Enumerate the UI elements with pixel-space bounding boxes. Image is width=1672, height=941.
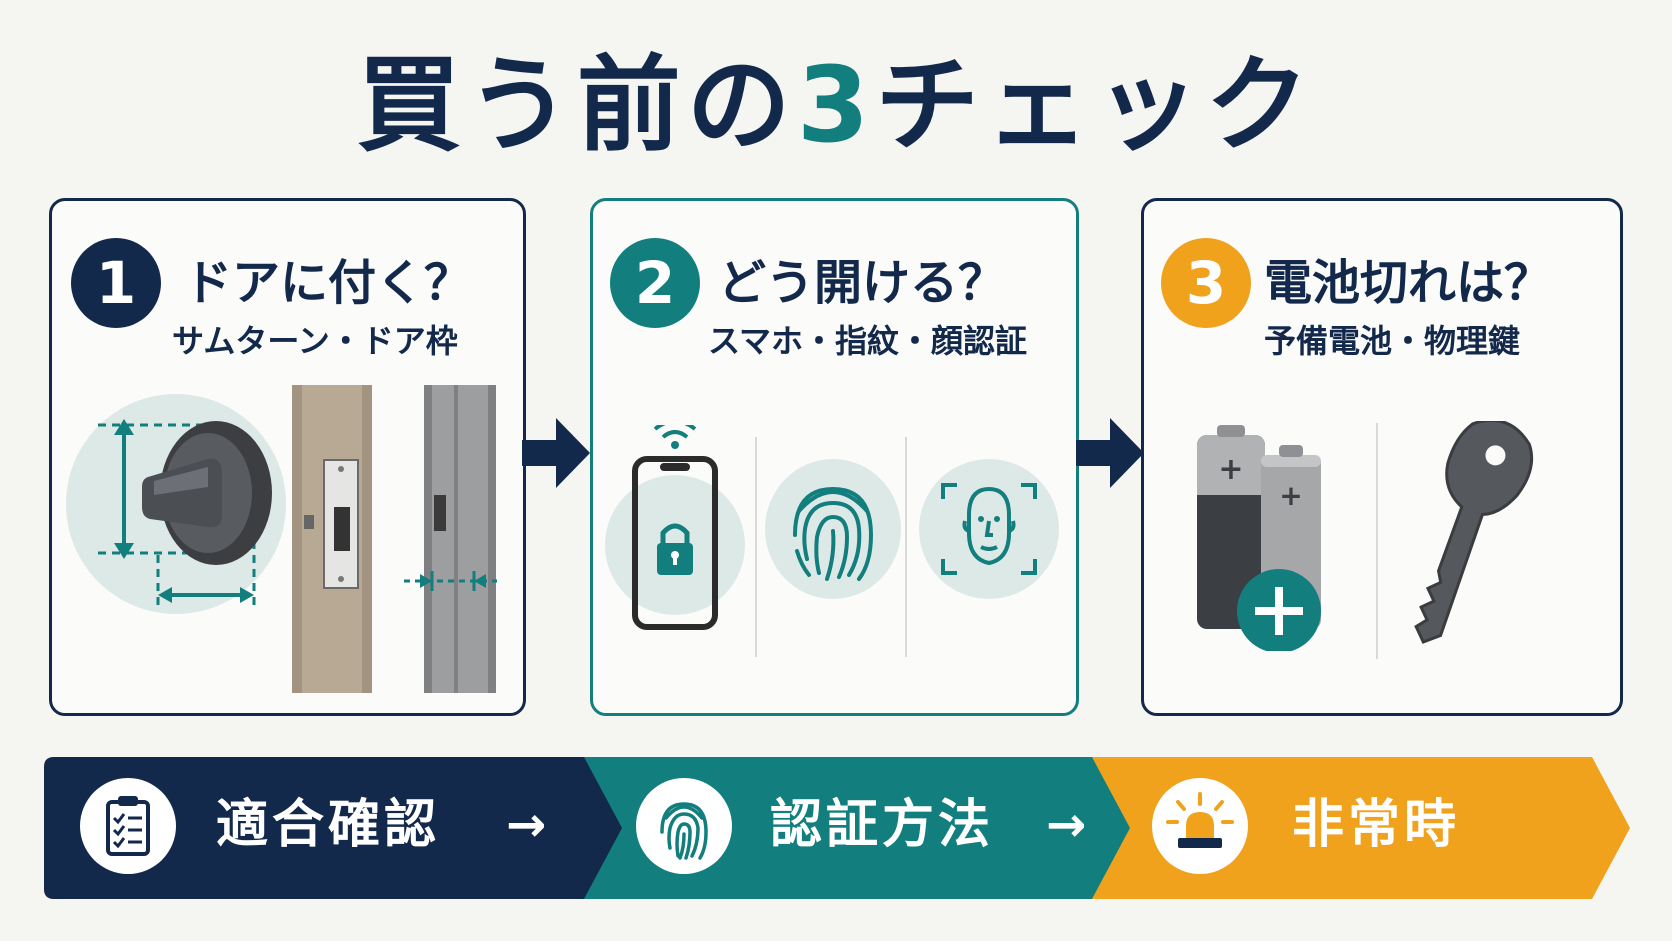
svg-text:+: +: [1218, 452, 1243, 487]
svg-text:+: +: [1279, 479, 1302, 512]
flow-step-icon: [636, 778, 732, 874]
fingerprint-icon: [765, 459, 901, 599]
step-number-badge: 2: [610, 238, 700, 328]
alarm-light-icon: [1166, 792, 1234, 848]
flow-step-label: 認証方法: [770, 795, 995, 855]
card-subheading: スマホ・指紋・顔認証: [708, 322, 1028, 360]
card-subheading: サムターン・ドア枠: [172, 322, 458, 360]
physical-key-icon: [1414, 421, 1534, 644]
face-recognition-icon: [919, 459, 1059, 599]
door-frame-icon: [292, 385, 497, 693]
battery-icon: + +: [1197, 425, 1321, 651]
card-subheading: 予備電池・物理鍵: [1264, 322, 1521, 360]
card-heading: どう開ける？: [718, 255, 1007, 311]
step-number-badge: 1: [71, 238, 161, 328]
check-card-door-fit: 1 ドアに付く？ サムターン・ドア枠: [49, 198, 526, 716]
flow-step-label: 適合確認: [216, 795, 441, 855]
divider: [755, 437, 757, 657]
next-arrow-icon: [1076, 418, 1144, 488]
divider: [1376, 423, 1378, 659]
title-number: 3: [796, 44, 876, 166]
check-card-battery-backup: 3 電池切れは？ 予備電池・物理鍵 + +: [1141, 198, 1623, 716]
next-arrow-icon: [522, 418, 590, 488]
title-suffix: チェック: [875, 44, 1316, 166]
flow-arrow: →: [1046, 797, 1087, 853]
thumbturn-measure-icon: [66, 394, 286, 614]
card-heading: ドアに付く？: [184, 255, 473, 311]
check-card-unlock-method: 2 どう開ける？ スマホ・指紋・顔認証: [590, 198, 1079, 716]
flow-arrow: →: [506, 797, 547, 853]
title-prefix: 買う前の: [356, 44, 797, 166]
clipboard-checklist-icon: [106, 796, 150, 856]
page-title: 買う前の3チェック: [0, 40, 1672, 170]
divider: [905, 437, 907, 657]
step-number-badge: 3: [1161, 238, 1251, 328]
flow-step-icon: [80, 778, 176, 874]
card-heading: 電池切れは？: [1264, 255, 1553, 311]
fingerprint-icon: [660, 802, 708, 860]
flow-step-icon: [1152, 778, 1248, 874]
flow-step-label: 非常時: [1292, 795, 1461, 855]
smartphone-lock-icon: [605, 425, 745, 630]
